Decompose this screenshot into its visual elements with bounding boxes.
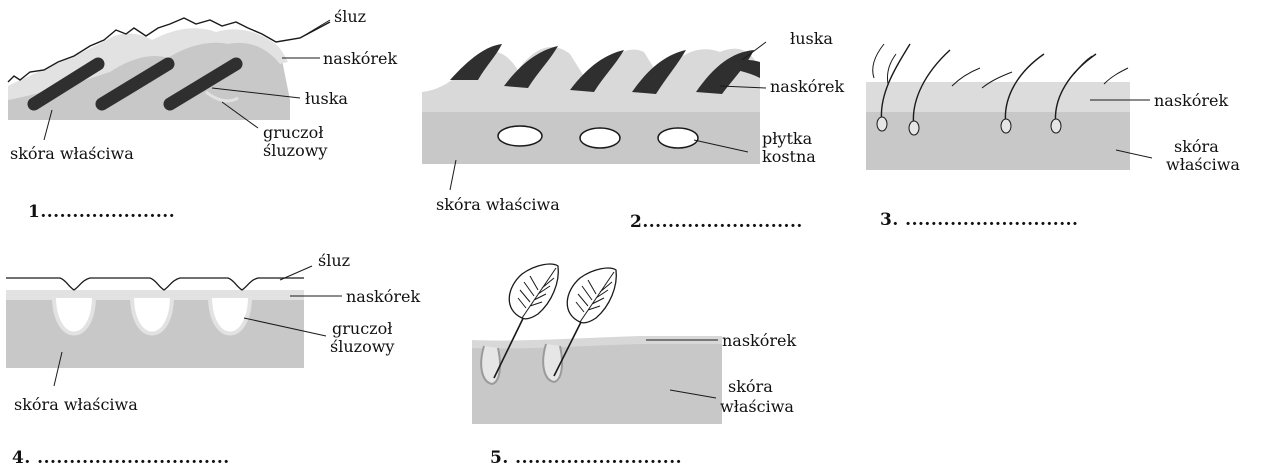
label-gruczol-4a: gruczoł xyxy=(332,320,392,337)
label-skora-1: skóra właściwa xyxy=(10,145,134,162)
answer-line-1: 1..................... xyxy=(28,202,175,222)
diagram-3-mammal-skin xyxy=(860,0,1160,200)
follicle-5b xyxy=(543,344,562,382)
label-luska-1: łuska xyxy=(305,90,348,107)
follicle-5a xyxy=(481,346,500,384)
epidermis-3 xyxy=(866,82,1130,114)
label-gruczol-1a: gruczoł xyxy=(263,124,323,141)
answer-line-4: 4. .............................. xyxy=(12,448,230,468)
follicle-3b xyxy=(909,121,919,135)
label-skora-3a: skóra xyxy=(1174,138,1219,155)
label-naskorek-4: naskórek xyxy=(346,288,420,305)
label-naskorek-3: naskórek xyxy=(1154,92,1228,109)
leader-luska-2 xyxy=(742,42,766,60)
label-plytka-2a: płytka xyxy=(762,130,812,147)
label-skora-2: skóra właściwa xyxy=(436,196,560,213)
label-gruczol-1b: śluzowy xyxy=(263,142,327,159)
leader-sluz-1 xyxy=(300,20,330,38)
bony-plate-2a xyxy=(498,126,542,146)
label-naskorek-2: naskórek xyxy=(770,78,844,95)
bony-plate-2b xyxy=(580,128,620,148)
answer-line-3: 3. ........................... xyxy=(880,210,1078,230)
label-gruczol-4b: śluzowy xyxy=(330,338,394,355)
feather-vane-5a xyxy=(509,264,558,319)
answer-line-5: 5. .......................... xyxy=(490,448,682,468)
follicle-3c xyxy=(1001,119,1011,133)
feather-vane-5b xyxy=(567,268,616,323)
label-skora-5b: właściwa xyxy=(720,398,794,415)
follicle-3d xyxy=(1051,119,1061,133)
label-skora-5a: skóra xyxy=(728,378,773,395)
dermis-5 xyxy=(472,340,722,424)
loose-hair-3e xyxy=(1104,68,1128,84)
dermis-3 xyxy=(866,112,1130,170)
loose-hair-3a xyxy=(873,44,884,78)
mucus-line-4 xyxy=(6,278,304,290)
bony-plate-2c xyxy=(658,128,698,148)
label-plytka-2b: kostna xyxy=(762,148,816,165)
label-sluz-4: śluz xyxy=(318,252,350,269)
label-sluz-1: śluz xyxy=(334,8,366,25)
label-skora-4: skóra właściwa xyxy=(14,396,138,413)
label-skora-3b: właściwa xyxy=(1166,156,1240,173)
follicle-3a xyxy=(877,117,887,131)
diagram-4-amphibian-skin xyxy=(0,240,360,400)
label-naskorek-1: naskórek xyxy=(323,50,397,67)
label-luska-2: łuska xyxy=(790,30,833,47)
label-naskorek-5: naskórek xyxy=(722,332,796,349)
answer-line-2: 2......................... xyxy=(630,212,803,232)
leader-skora-2 xyxy=(450,160,456,190)
